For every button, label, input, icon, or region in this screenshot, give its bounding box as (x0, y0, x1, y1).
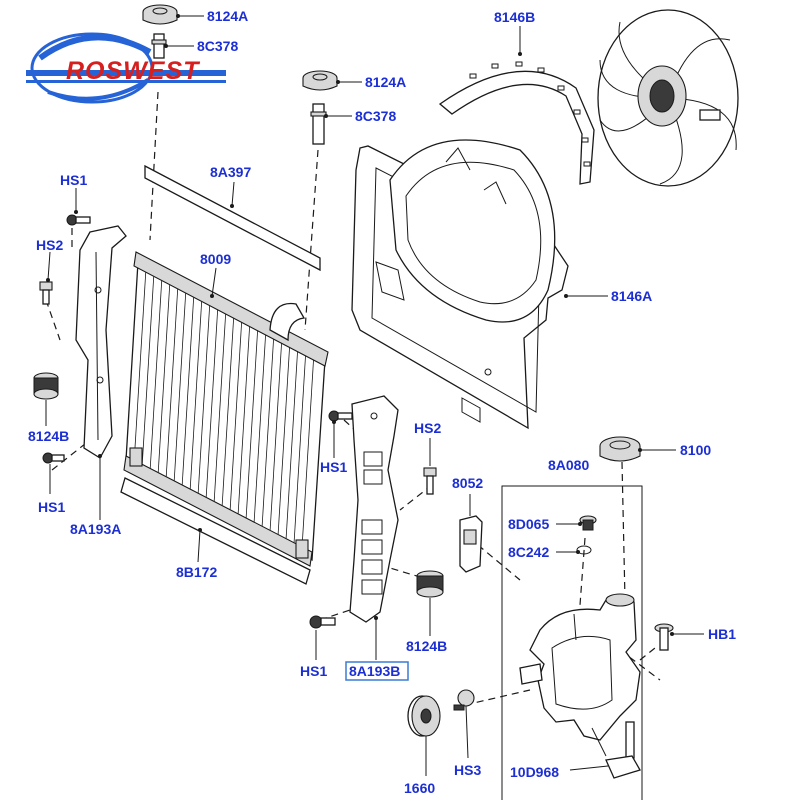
cooling-fan (597, 9, 739, 187)
seal-top (144, 164, 321, 272)
callout-bracket-right: 8A193B (349, 663, 400, 679)
callout-hs1-bottom: HS1 (300, 663, 327, 679)
callout-cap-mid: 8124A (365, 74, 406, 90)
screw-hs1-top-left (66, 214, 91, 226)
callout-hs2-mid: HS2 (414, 420, 441, 436)
bleed-screw (579, 515, 597, 531)
leader-lines (45, 14, 704, 776)
logo-swoosh-icon (38, 34, 152, 61)
screw-hs1-bottom-left (42, 452, 65, 464)
mount-left (33, 372, 59, 400)
fan-shroud-upper (438, 61, 595, 185)
callout-shroud-upper: 8146B (494, 9, 535, 25)
screw-hb1 (654, 623, 674, 651)
callout-radiator: 8009 (200, 251, 231, 267)
mount-right (416, 570, 444, 598)
fan-shroud (351, 139, 569, 430)
callout-pipe-mid: 8C378 (355, 108, 396, 124)
bracket-left (75, 225, 127, 459)
callout-bleed-screw: 8D065 (508, 516, 549, 532)
temp-sensor (459, 515, 483, 573)
roswest-logo: ROSWEST (26, 32, 226, 104)
radiator (123, 251, 329, 567)
callout-shroud: 8146A (611, 288, 652, 304)
callout-seal-bottom: 8B172 (176, 564, 217, 580)
callout-mount-right: 8124B (406, 638, 447, 654)
bracket-right (349, 395, 399, 623)
o-ring (576, 545, 592, 555)
bleed-cap-top (142, 4, 178, 25)
seal-bottom (120, 477, 311, 585)
callout-pipe-top: 8C378 (197, 38, 238, 54)
radiator-inlet-icon (269, 302, 306, 342)
screw-hs3 (453, 689, 475, 711)
highlight-box (345, 661, 409, 681)
callout-hose-sensor: 10D968 (510, 764, 559, 780)
callout-reservoir: 8A080 (548, 457, 589, 473)
logo-text: ROSWEST (66, 57, 201, 85)
screw-hs2-left (39, 281, 53, 305)
callout-sensor: 8052 (452, 475, 483, 491)
radiator-fins (133, 267, 315, 549)
bleed-cap-mid (302, 70, 338, 91)
callout-mount-left: 8124B (28, 428, 69, 444)
screw-hs1-bottom (309, 615, 336, 629)
bleed-pipe-mid (310, 103, 327, 145)
callout-hs1-top-left: HS1 (60, 172, 87, 188)
pulley (407, 695, 441, 737)
callout-hb1: HB1 (708, 626, 736, 642)
callout-bracket-left: 8A193A (70, 521, 121, 537)
callout-labels: 8124A 8C378 8124A 8C378 8146B 8146A 8A39… (28, 8, 736, 796)
logo-ring-icon (30, 32, 154, 104)
callout-pulley: 1660 (404, 780, 435, 796)
hose-sensor (605, 721, 641, 779)
callout-seal-top: 8A397 (210, 164, 251, 180)
callout-oring: 8C242 (508, 544, 549, 560)
callout-reservoir-cap: 8100 (680, 442, 711, 458)
reservoir-cap (599, 436, 641, 462)
bleed-pipe-top (151, 33, 167, 59)
screw-hs1-mid (328, 410, 353, 422)
expansion-tank (519, 593, 641, 741)
reservoir-group-bracket (501, 485, 643, 800)
callout-hs1-bottom-left: HS1 (38, 499, 65, 515)
callout-hs3: HS3 (454, 762, 481, 778)
callout-hs1-mid: HS1 (320, 459, 347, 475)
screw-hs2-mid (423, 467, 437, 495)
callout-hs2-left: HS2 (36, 237, 63, 253)
callout-cap-top: 8124A (207, 8, 248, 24)
